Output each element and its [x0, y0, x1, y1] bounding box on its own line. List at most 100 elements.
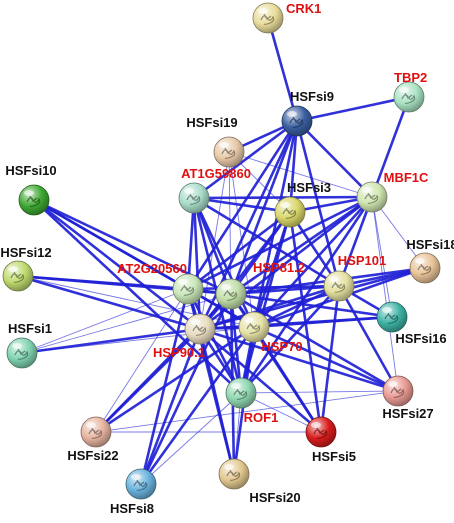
edge-MBF1C-HSP101 — [337, 196, 374, 287]
protein-structure-icon — [180, 284, 195, 296]
protein-structure-icon — [223, 289, 238, 301]
node-highlight — [287, 111, 297, 117]
edge-MBF1C-HSFsi27 — [371, 196, 399, 392]
node-label-HSFsi27: HSFsi27 — [382, 406, 433, 421]
edge-MBF1C-HSFsi16 — [371, 196, 393, 318]
node-label-ROF1: ROF1 — [244, 410, 279, 425]
edge-HSFsi12-HSP90.1 — [17, 274, 201, 331]
node-label-HSFsi22: HSFsi22 — [67, 448, 118, 463]
node-HSFsi8[interactable] — [125, 468, 157, 500]
node-label-HSFsi5: HSFsi5 — [312, 449, 356, 464]
node-HSFsi12[interactable] — [2, 260, 34, 292]
node-MBF1C[interactable] — [356, 181, 388, 213]
edge-HSP90.1-HSFsi8 — [139, 328, 202, 485]
node-label-HSFsi12: HSFsi12 — [0, 245, 51, 260]
node-highlight — [219, 142, 229, 148]
edge-HSFsi3-AT2G20560 — [187, 210, 291, 291]
node-CRK1[interactable] — [252, 2, 284, 34]
node-highlight — [184, 188, 194, 194]
edge-TBP2-MBF1C — [370, 96, 411, 198]
edge-MBF1C-HSP81.2 — [230, 195, 373, 296]
node-highlight — [382, 307, 392, 313]
node-highlight — [280, 202, 290, 208]
protein-structure-icon — [192, 324, 207, 336]
protein-structure-icon — [246, 322, 261, 334]
protein-structure-icon — [226, 469, 241, 481]
node-HSP90.1[interactable] — [184, 313, 216, 345]
edge-HSFsi10-ROF1 — [33, 199, 242, 394]
node-highlight — [388, 381, 398, 387]
protein-structure-icon — [282, 207, 297, 219]
node-label-HSFsi8: HSFsi8 — [110, 501, 154, 516]
node-highlight — [8, 266, 18, 272]
node-HSP81.2[interactable] — [215, 278, 247, 310]
node-HSFsi1[interactable] — [6, 337, 38, 369]
edge-AT2G20560-HSFsi22 — [95, 288, 189, 433]
node-HSFsi27[interactable] — [382, 375, 414, 407]
edge-HSFsi12-HSP70 — [17, 275, 255, 328]
node-HSFsi16[interactable] — [376, 301, 408, 333]
edge-HSFsi1-HSP70 — [21, 326, 255, 354]
node-highlight — [178, 279, 188, 285]
node-HSFsi19[interactable] — [213, 136, 245, 168]
node-highlight — [258, 8, 268, 14]
node-HSP101[interactable] — [323, 270, 355, 302]
node-HSFsi22[interactable] — [80, 416, 112, 448]
node-label-MBF1C: MBF1C — [384, 170, 429, 185]
node-ROF1[interactable] — [225, 377, 257, 409]
node-HSFsi18[interactable] — [409, 252, 441, 284]
edge-HSFsi9-AT1G59860 — [193, 119, 298, 200]
edge-HSP90.1-HSFsi22 — [95, 328, 201, 433]
protein-structure-icon — [14, 348, 29, 360]
protein-structure-icon — [313, 427, 328, 439]
node-label-HSFsi3: HSFsi3 — [287, 180, 331, 195]
protein-structure-icon — [221, 147, 236, 159]
node-AT1G59860[interactable] — [178, 182, 210, 214]
node-TBP2[interactable] — [393, 81, 425, 113]
node-highlight — [86, 422, 96, 428]
edge-HSP70-HSFsi22 — [95, 325, 255, 434]
node-label-HSFsi16: HSFsi16 — [395, 331, 446, 346]
node-layer — [2, 2, 441, 500]
protein-structure-icon — [26, 195, 41, 207]
node-label-HSFsi20: HSFsi20 — [249, 490, 300, 505]
edge-AT1G59860-HSP90.1 — [192, 197, 202, 330]
node-HSFsi20[interactable] — [218, 458, 250, 490]
node-label-HSFsi19: HSFsi19 — [186, 115, 237, 130]
node-label-HSP101: HSP101 — [338, 253, 386, 268]
edge-TBP2-HSFsi9 — [296, 95, 410, 123]
node-label-HSFsi1: HSFsi1 — [8, 321, 52, 336]
node-label-HSFsi9: HSFsi9 — [290, 89, 334, 104]
protein-structure-icon — [331, 281, 346, 293]
node-label-HSP81.2: HSP81.2 — [253, 260, 305, 275]
edge-HSP90.1-HSFsi20 — [198, 328, 236, 475]
protein-structure-icon — [88, 427, 103, 439]
protein-structure-icon — [289, 116, 304, 128]
node-HSP70[interactable] — [238, 311, 270, 343]
node-label-TBP2: TBP2 — [394, 70, 427, 85]
protein-structure-icon — [233, 388, 248, 400]
node-label-HSFsi18: HSFsi18 — [406, 237, 454, 252]
node-HSFsi9[interactable] — [281, 105, 313, 137]
node-highlight — [415, 258, 425, 264]
node-AT2G20560[interactable] — [172, 273, 204, 305]
edge-HSP70-HSFsi5 — [252, 326, 323, 433]
edge-HSFsi1-AT2G20560 — [21, 288, 189, 354]
node-label-AT1G59860: AT1G59860 — [181, 166, 251, 181]
edge-HSFsi22-HSFsi27 — [95, 390, 399, 433]
node-highlight — [190, 319, 200, 325]
edge-HSP81.2-HSFsi8 — [139, 293, 233, 485]
edge-HSFsi1-HSP90.1 — [21, 327, 201, 355]
node-HSFsi5[interactable] — [305, 416, 337, 448]
node-HSFsi3[interactable] — [274, 196, 306, 228]
node-HSFsi10[interactable] — [18, 184, 50, 216]
edge-HSFsi19-HSP81.2 — [228, 151, 232, 295]
edge-HSP81.2-HSFsi16 — [230, 292, 393, 319]
edge-HSP101-HSP70 — [253, 284, 340, 329]
node-highlight — [231, 383, 241, 389]
edge-ROF1-HSFsi27 — [240, 390, 399, 394]
protein-structure-icon — [10, 271, 25, 283]
edge-HSFsi10-AT2G20560 — [33, 198, 189, 291]
edge-ROF1-HSFsi8 — [140, 392, 242, 485]
